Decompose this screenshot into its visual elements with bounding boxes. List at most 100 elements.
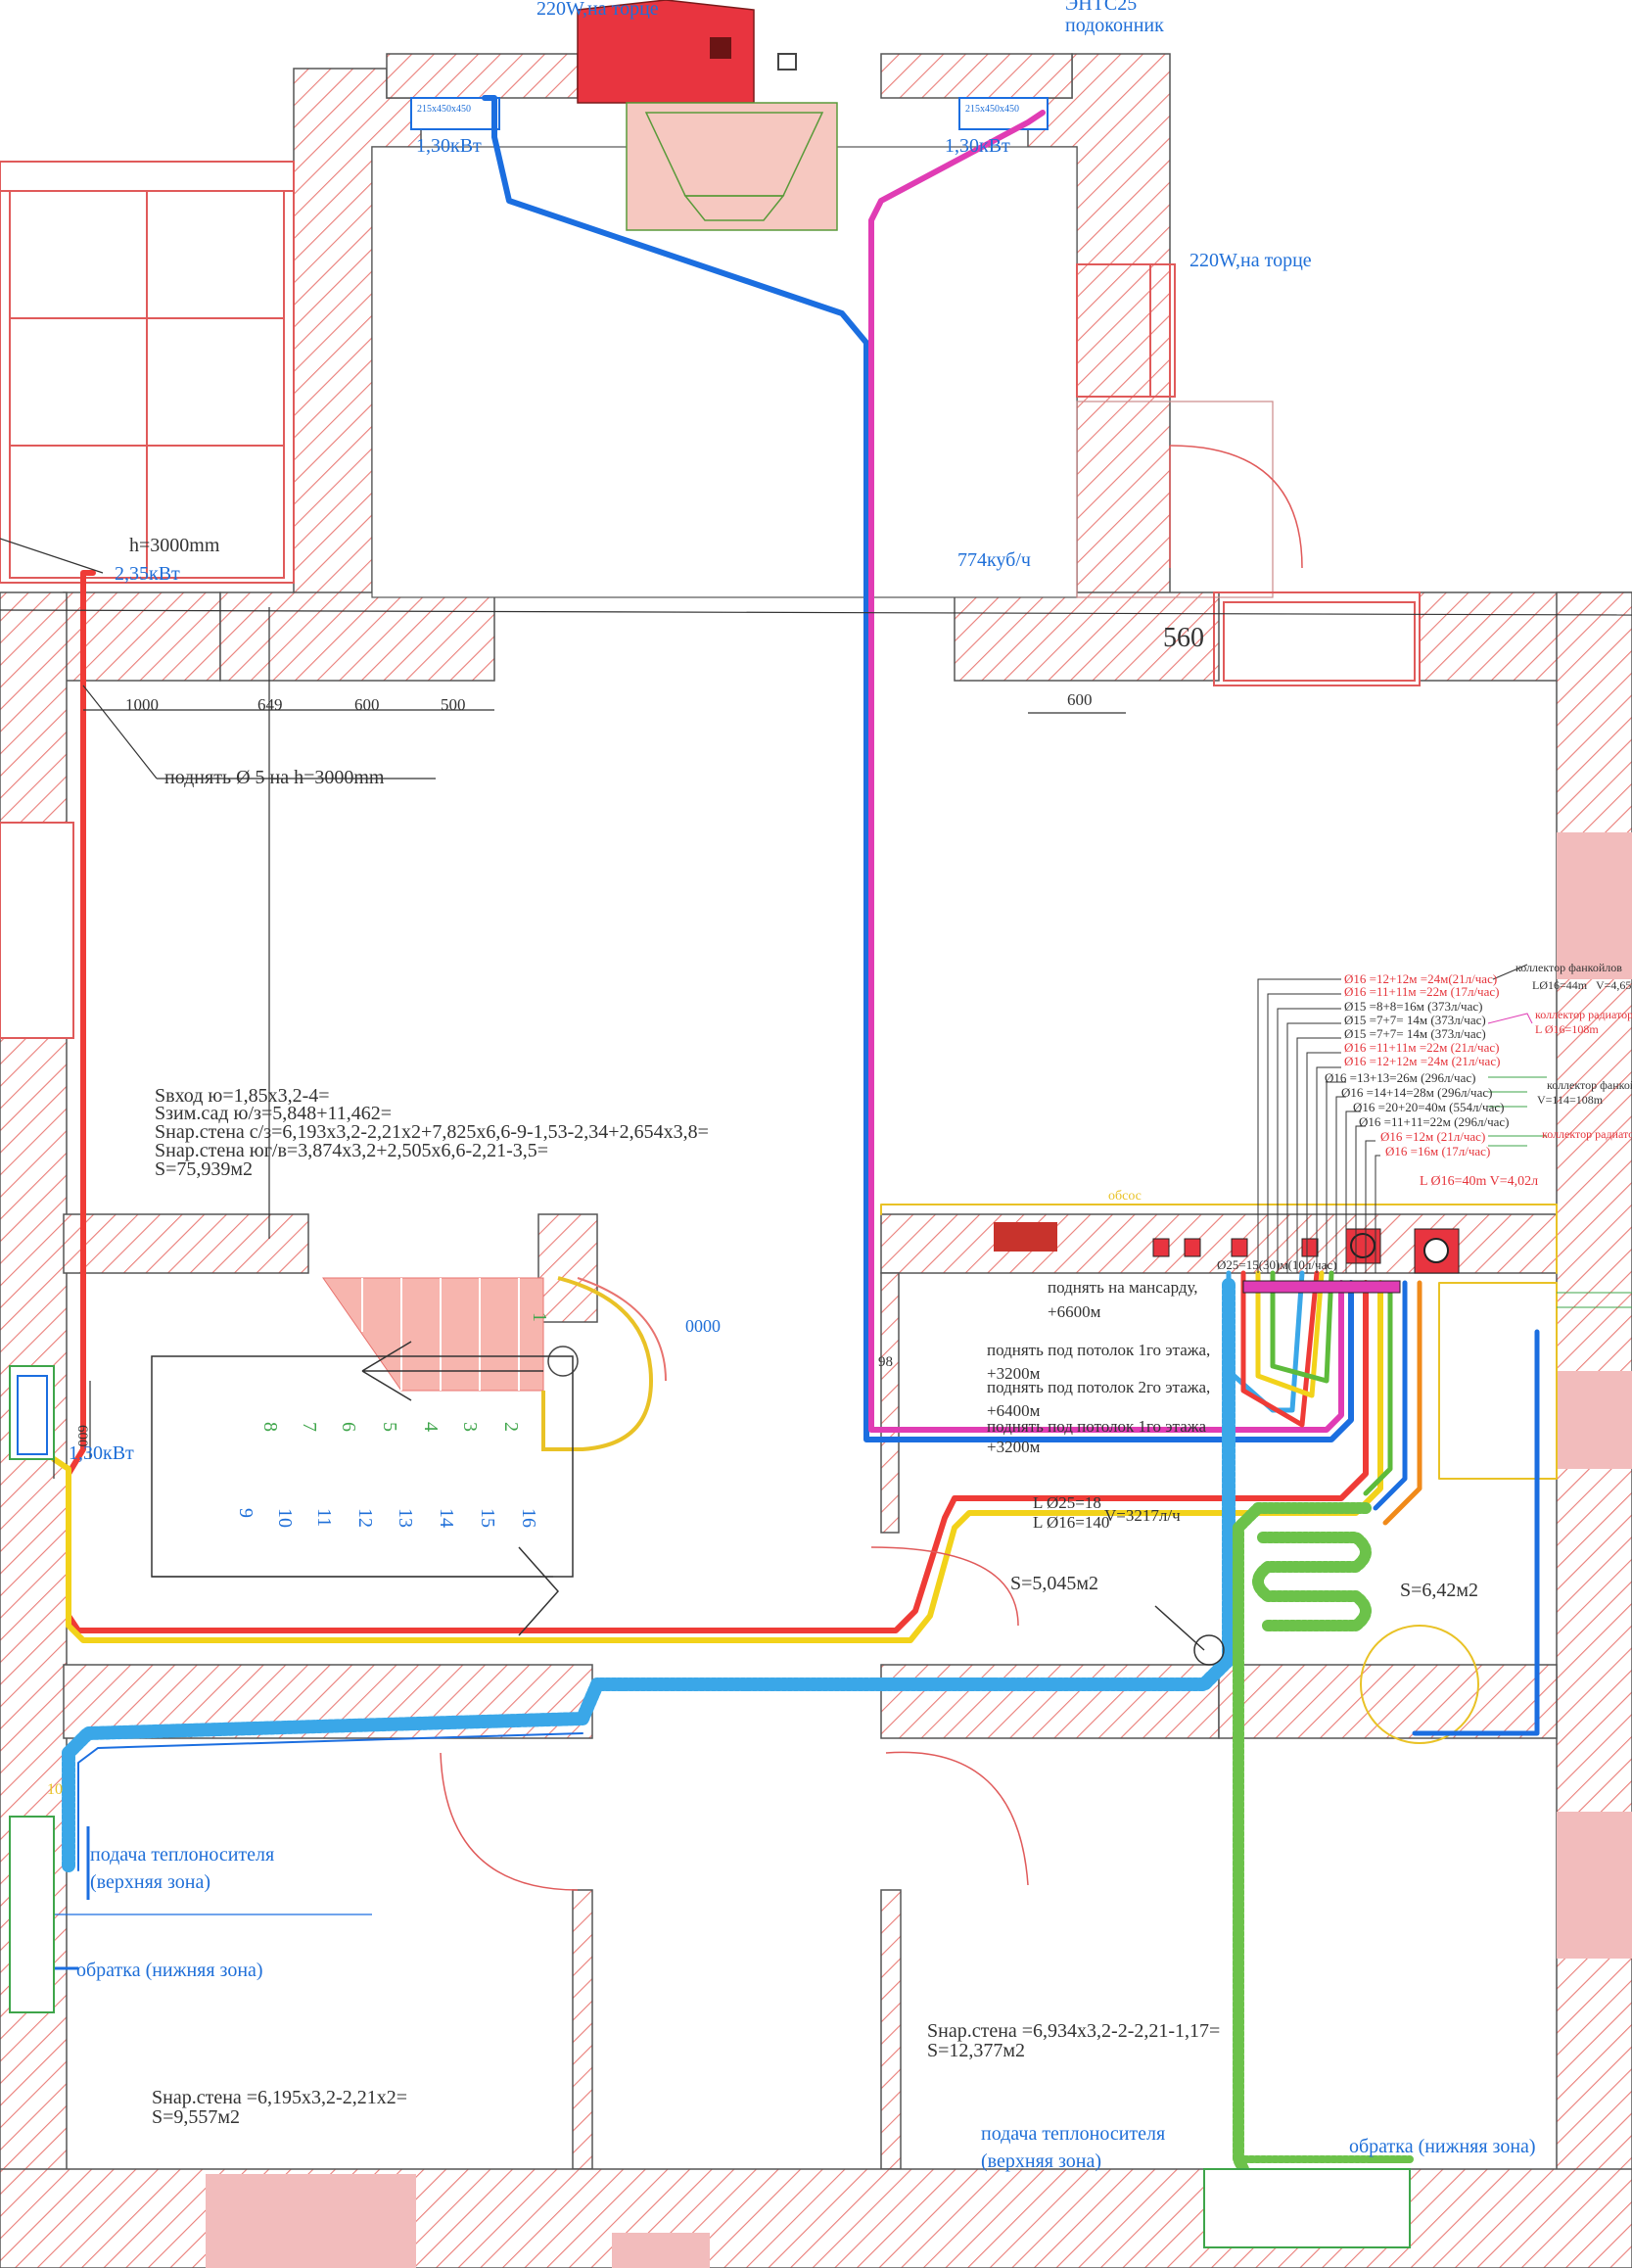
- label-ceiling-1b: поднять под потолок 1го этажа: [987, 1417, 1206, 1436]
- stair-block: [151, 1276, 667, 1636]
- radiator-right-size: 215х450х450: [965, 104, 1019, 115]
- label-num-10: 10: [47, 1781, 63, 1798]
- floor-heat-blue: [62, 1276, 1236, 1872]
- label-return-left: обратка (нижняя зона): [76, 1960, 263, 1981]
- label-6600: +6600м: [1048, 1302, 1101, 1321]
- pipe-magenta-main: [868, 110, 1344, 1433]
- label-left-radiator-power: 1,30кВт: [69, 1442, 134, 1464]
- label-volume: V=3217л/ч: [1104, 1506, 1181, 1525]
- dim-600a: 600: [354, 695, 380, 714]
- label-len-d16: L Ø16=140: [1033, 1513, 1109, 1532]
- stair-numbers-lower: 9 10 11 12 13 14 15 16: [235, 1508, 539, 1528]
- label-windowsill: подоконник: [1065, 15, 1164, 36]
- manifold-leaders: [1257, 964, 1632, 1308]
- dim-600b: 600: [1067, 690, 1093, 709]
- floor-heat-green: [1233, 1502, 1372, 2175]
- wall-row-1a: [63, 591, 221, 682]
- text-labels: 220W,на торце ЭНТС25 подоконник 1,30кВт …: [47, 0, 1632, 2172]
- left-window-frames: [0, 161, 295, 584]
- step-15: 15: [477, 1508, 498, 1528]
- label-calc-left-2: S=9,557м2: [152, 2106, 240, 2128]
- wall-lower-right: [880, 1889, 902, 2170]
- label-560: 560: [1163, 623, 1204, 653]
- label-supply-left-2: (верхняя зона): [90, 1871, 210, 1893]
- label-h3000: h=3000mm: [129, 535, 220, 556]
- manifold-red-total: L Ø16=40m V=4,02л: [1420, 1174, 1538, 1189]
- radiator-top-left: 215х450х450: [410, 97, 500, 130]
- label-ents25: ЭНТС25: [1065, 0, 1137, 15]
- wall-row-2b: [880, 1664, 1220, 1739]
- step-13: 13: [395, 1508, 416, 1528]
- manifold-line-3: Ø15 =8+8=16м (373л/час): [1344, 999, 1482, 1014]
- thin-lines: [0, 538, 1632, 1970]
- label-power-235: 2,35кВт: [115, 563, 180, 585]
- label-power-left: 1,30кВт: [416, 135, 482, 157]
- step-12: 12: [354, 1508, 376, 1528]
- wall-stair-box: [537, 1213, 598, 1323]
- pipe-yellow-main: [51, 1280, 1383, 1643]
- left-radiator: [9, 1365, 1411, 2248]
- step-11: 11: [313, 1508, 335, 1527]
- manifold-line-11: Ø16 =11+11=22м (296л/час): [1359, 1114, 1509, 1129]
- step-2: 2: [500, 1422, 522, 1432]
- wall-boiler-left: [880, 1272, 900, 1534]
- label-ceiling-1: поднять под потолок 1го этажа,: [987, 1341, 1210, 1359]
- dim-600v: 600: [74, 1425, 90, 1447]
- label-3200b: +3200м: [987, 1438, 1041, 1456]
- manifold-fancoil-vol: V=4,65: [1596, 978, 1631, 992]
- label-supply-right-1: подача теплоносителя: [981, 2123, 1165, 2145]
- radiator-left-size: 215х450х450: [417, 104, 471, 115]
- step-1: 1: [529, 1312, 550, 1322]
- manifold-line-10: Ø16 =20+20=40м (554л/час): [1353, 1100, 1504, 1114]
- door-swings: [440, 445, 1303, 1891]
- step-7: 7: [299, 1422, 320, 1432]
- note-code-0000: 0000: [685, 1316, 721, 1336]
- step-10: 10: [274, 1508, 296, 1528]
- manifold-line-1: Ø16 =12+12м =24м(21л/час): [1344, 971, 1497, 986]
- label-right-220w: 220W,на торце: [1189, 250, 1312, 271]
- label-area-2: S=6,42м2: [1400, 1580, 1478, 1601]
- manifold-line-13: Ø16 =16м (17л/час): [1385, 1144, 1490, 1158]
- manifold-lines: Ø16 =12+12м =24м(21л/час) Ø16 =11+11м =2…: [1325, 971, 1509, 1158]
- wall-lower-left: [572, 1889, 593, 2170]
- wall-row-1b: [219, 591, 495, 682]
- note-calc-4: Sнар.стена юг/в=3,874х3,2+2,505х6,6-2,21…: [155, 1140, 548, 1161]
- step-9: 9: [235, 1508, 256, 1518]
- label-return-right: обратка (нижняя зона): [1349, 2136, 1536, 2157]
- step-3: 3: [459, 1422, 481, 1432]
- label-calc-right-1: Sнар.стена =6,934х3,2-2-2,21-1,17=: [927, 2020, 1220, 2042]
- note-calc-3: Sнар.стена с/з=6,193х3,2-2,21х2+7,825х6,…: [155, 1121, 709, 1143]
- note-calc-2: Sзим.сад ю/з=5,848+11,462=: [155, 1103, 392, 1124]
- step-8: 8: [259, 1422, 281, 1432]
- manifold-line-6: Ø16 =11+11м =22м (21л/час): [1344, 1040, 1499, 1055]
- note-calc-1: Sвход ю=1,85х3,2-4=: [155, 1085, 330, 1107]
- step-5: 5: [379, 1422, 400, 1432]
- manifold-radiator-len: L Ø16=108m: [1535, 1022, 1599, 1036]
- dim-98: 98: [878, 1354, 893, 1370]
- label-supply-right-2: (верхняя зона): [981, 2150, 1101, 2172]
- manifold-line-8: Ø16 =13+13=26м (296л/час): [1325, 1070, 1475, 1085]
- note-raise: поднять Ø 5 на h=3000mm: [164, 767, 385, 788]
- label-obsos: обсос: [1108, 1189, 1142, 1204]
- manifold-title-radiator: коллектор радиаторов: [1535, 1008, 1632, 1021]
- pipe-red-main: [66, 570, 1369, 1633]
- step-6: 6: [338, 1422, 359, 1432]
- manifold-title-floor: коллектор фанкойлов: [1547, 1078, 1632, 1092]
- wall-mid-left: [63, 1213, 309, 1274]
- step-14: 14: [436, 1508, 457, 1528]
- label-area-1: S=5,045м2: [1010, 1573, 1098, 1594]
- label-pipe-d25: Ø25=15(30)м(10л/час): [1217, 1257, 1336, 1272]
- wall-top-cap-left: [386, 53, 579, 99]
- stair-numbers-upper: 8 7 6 5 4 3 2 1: [259, 1312, 550, 1432]
- label-6400: +6400м: [987, 1401, 1041, 1420]
- pipes: [51, 95, 1558, 2175]
- manifold-line-4: Ø15 =7+7= 14м (373л/час): [1344, 1013, 1486, 1027]
- manifold-title-fancoil: коллектор фанкойлов: [1515, 961, 1622, 974]
- label-raise-attic: поднять на мансарду,: [1048, 1278, 1198, 1297]
- manifold-line-7: Ø16 =12+12м =24м (21л/час): [1344, 1054, 1500, 1068]
- step-4: 4: [420, 1422, 442, 1432]
- wall-row-2c: [1218, 1664, 1558, 1739]
- label-power-right: 1,30кВт: [945, 135, 1010, 157]
- right-window-frames: [0, 263, 1632, 2268]
- radiator-top-right: 215х450х450: [958, 97, 1049, 130]
